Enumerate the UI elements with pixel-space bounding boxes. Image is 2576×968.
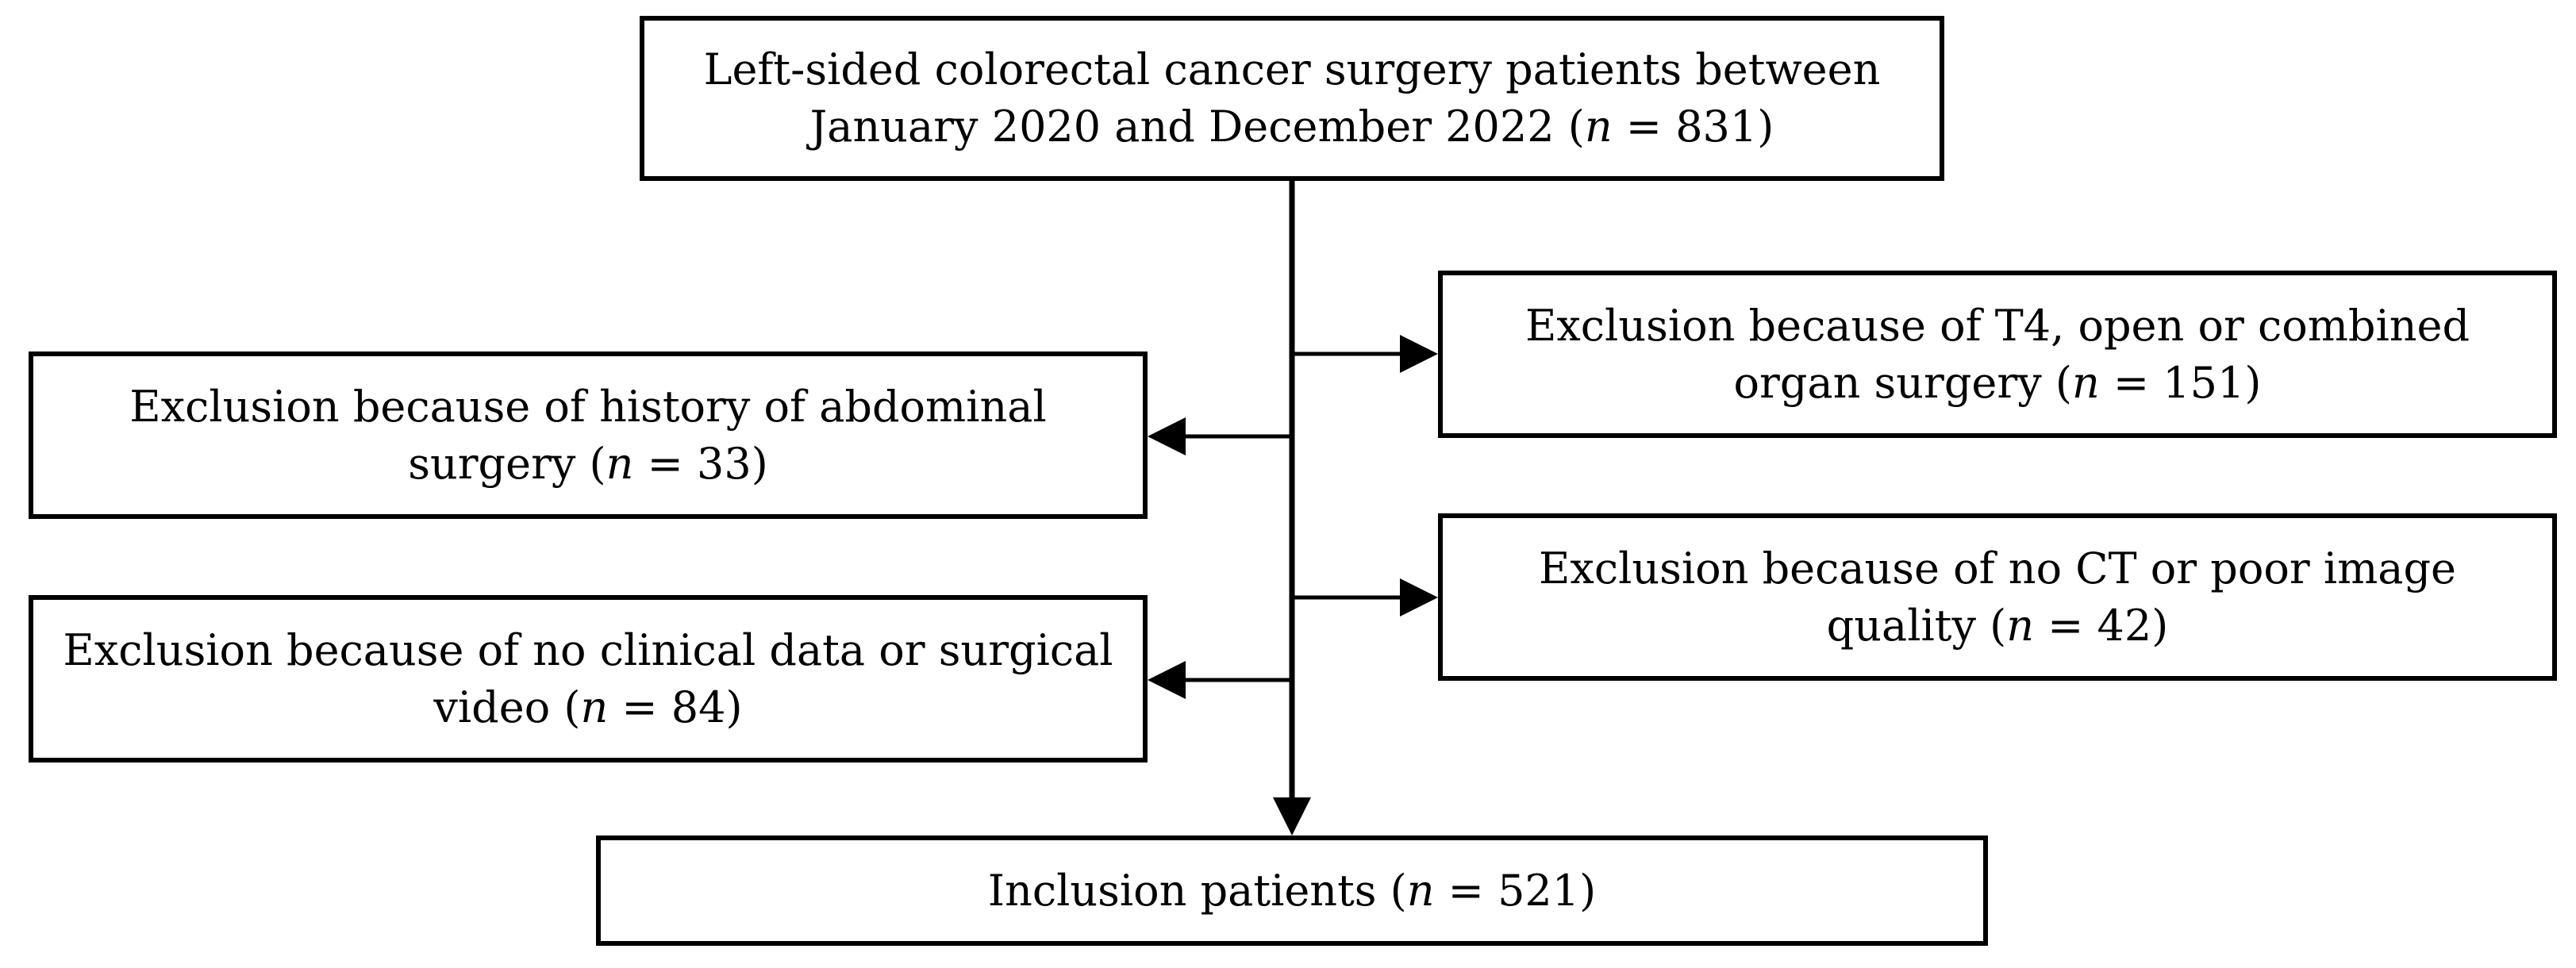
inclusion-patients-box: Inclusion patients (n = 521): [596, 835, 1988, 946]
exclusion-no-ct-box: Exclusion because of no CT or poor image…: [1438, 513, 2557, 681]
exclusion-abdominal-surgery-box: Exclusion because of history of abdomina…: [29, 351, 1148, 519]
exclusion-clinical-prefix: video (: [433, 682, 581, 732]
arrow-to-right-1: [1400, 335, 1438, 373]
n-symbol: n: [580, 682, 609, 732]
exclusion-ct-line2: quality (n = 42): [1827, 597, 2169, 655]
total-patients-line1: Left-sided colorectal cancer surgery pat…: [703, 44, 1881, 94]
n-symbol: n: [1406, 865, 1435, 916]
inclusion-prefix: Inclusion patients (: [987, 865, 1407, 916]
total-patients-box: Left-sided colorectal cancer surgery pat…: [640, 16, 1944, 181]
exclusion-abdominal-prefix: surgery (: [408, 438, 606, 489]
n-symbol: n: [2006, 600, 2034, 651]
inclusion-count: = 521): [1434, 865, 1597, 916]
total-patients-line2: January 2020 and December 2022 (n = 831): [810, 98, 1774, 156]
exclusion-ct-count: = 42): [2033, 600, 2169, 651]
arrow-to-left-1: [1148, 417, 1186, 455]
inclusion-line: Inclusion patients (n = 521): [988, 862, 1596, 920]
exclusion-clinical-line2: video (n = 84): [433, 679, 742, 736]
exclusion-t4-prefix: organ surgery (: [1733, 357, 2072, 408]
exclusion-t4-line2: organ surgery (n = 151): [1734, 355, 2262, 412]
exclusion-abdominal-line2: surgery (n = 33): [408, 436, 768, 493]
total-patients-count: = 831): [1612, 102, 1774, 152]
n-symbol: n: [2071, 357, 2100, 408]
exclusion-abdominal-count: = 33): [633, 438, 768, 489]
n-symbol: n: [606, 438, 634, 489]
total-patients-prefix: January 2020 and December 2022 (: [809, 102, 1585, 152]
exclusion-no-clinical-data-box: Exclusion because of no clinical data or…: [29, 595, 1148, 762]
exclusion-t4-line1: Exclusion because of T4, open or combine…: [1524, 300, 2470, 351]
arrow-to-left-2: [1148, 661, 1186, 699]
exclusion-clinical-count: = 84): [608, 682, 743, 732]
arrow-to-inclusion: [1273, 797, 1311, 835]
exclusion-t4-count: = 151): [2099, 357, 2262, 408]
exclusion-ct-line1: Exclusion because of no CT or poor image: [1538, 543, 2457, 593]
exclusion-t4-open-surgery-box: Exclusion because of T4, open or combine…: [1438, 271, 2557, 438]
exclusion-abdominal-line1: Exclusion because of history of abdomina…: [129, 381, 1047, 432]
exclusion-ct-prefix: quality (: [1826, 600, 2007, 651]
exclusion-clinical-line1: Exclusion because of no clinical data or…: [63, 624, 1113, 675]
arrow-to-right-2: [1400, 578, 1438, 617]
n-symbol: n: [1584, 102, 1613, 152]
